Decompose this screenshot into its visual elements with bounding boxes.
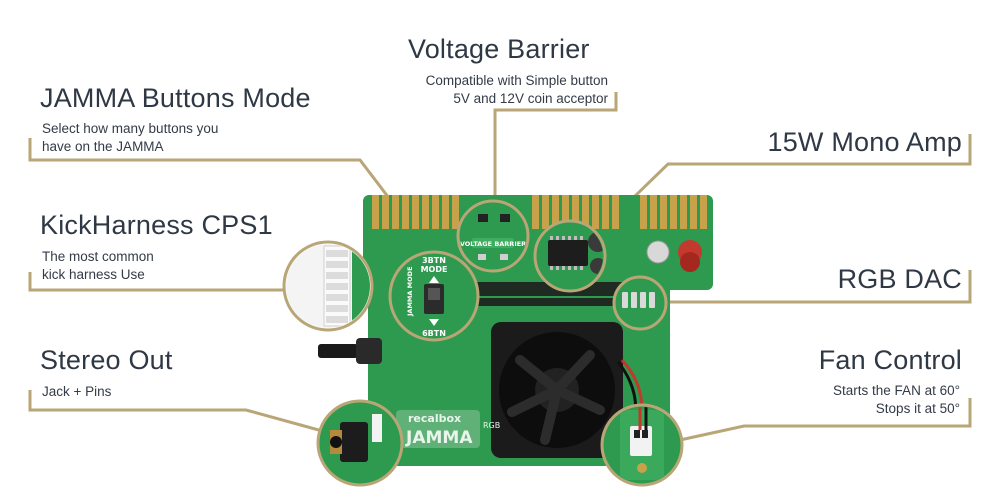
model-label: JAMMA xyxy=(405,428,473,448)
kickharness-zoom xyxy=(282,240,374,332)
kickharness-title: KickHarness CPS1 xyxy=(40,210,273,240)
arrow-up-icon xyxy=(429,276,439,283)
switch-mode-label: MODE xyxy=(421,265,448,274)
voltage-barrier-line2: 5V and 12V coin acceptor xyxy=(453,91,608,106)
stereo-out-title: Stereo Out xyxy=(40,345,173,375)
mono-amp-zoom xyxy=(533,219,607,293)
kickharness-line1: The most common xyxy=(42,249,154,264)
leader-kickharness xyxy=(28,272,286,292)
rgb-dac-zoom xyxy=(612,275,668,331)
fan-control-line1: Starts the FAN at 60° xyxy=(833,383,960,398)
leader-voltage-barrier xyxy=(493,92,618,205)
jamma-buttons-line2: have on the JAMMA xyxy=(42,139,164,154)
stereo-out-line1: Jack + Pins xyxy=(42,384,112,399)
edge-connector xyxy=(372,195,707,229)
fan-control-line2: Stops it at 50° xyxy=(875,401,960,416)
switch-side-label: JAMMA MODE xyxy=(406,266,414,317)
brand-label: recalbox xyxy=(408,412,461,425)
jamma-buttons-title: JAMMA Buttons Mode xyxy=(40,83,311,113)
switch-top-label: 3BTN xyxy=(422,256,446,265)
leader-stereo-out xyxy=(28,390,327,434)
arrow-down-icon xyxy=(429,319,439,326)
rgb-dac-title: RGB DAC xyxy=(837,264,962,294)
barrier-label: VOLTAGE BARRIER xyxy=(460,240,526,248)
fan-control-zoom xyxy=(600,403,684,487)
jamma-buttons-line1: Select how many buttons you xyxy=(42,121,219,136)
mono-amp-title: 15W Mono Amp xyxy=(767,127,962,157)
voltage-barrier-title: Voltage Barrier xyxy=(408,34,590,64)
kickharness-line2: kick harness Use xyxy=(42,267,145,282)
switch-bottom-label: 6BTN xyxy=(422,329,446,338)
fan-control-title: Fan Control xyxy=(818,345,962,375)
leader-rgb-dac xyxy=(664,270,972,304)
voltage-barrier-line1: Compatible with Simple button xyxy=(425,73,608,88)
voltage-barrier-zoom: VOLTAGE BARRIER xyxy=(456,199,530,273)
stereo-jack-zoom xyxy=(316,399,404,487)
jamma-switch-zoom: 3BTN MODE JAMMA MODE 6BTN xyxy=(388,250,480,342)
leader-fan-control xyxy=(679,398,972,442)
version-label: RGB xyxy=(483,421,500,430)
